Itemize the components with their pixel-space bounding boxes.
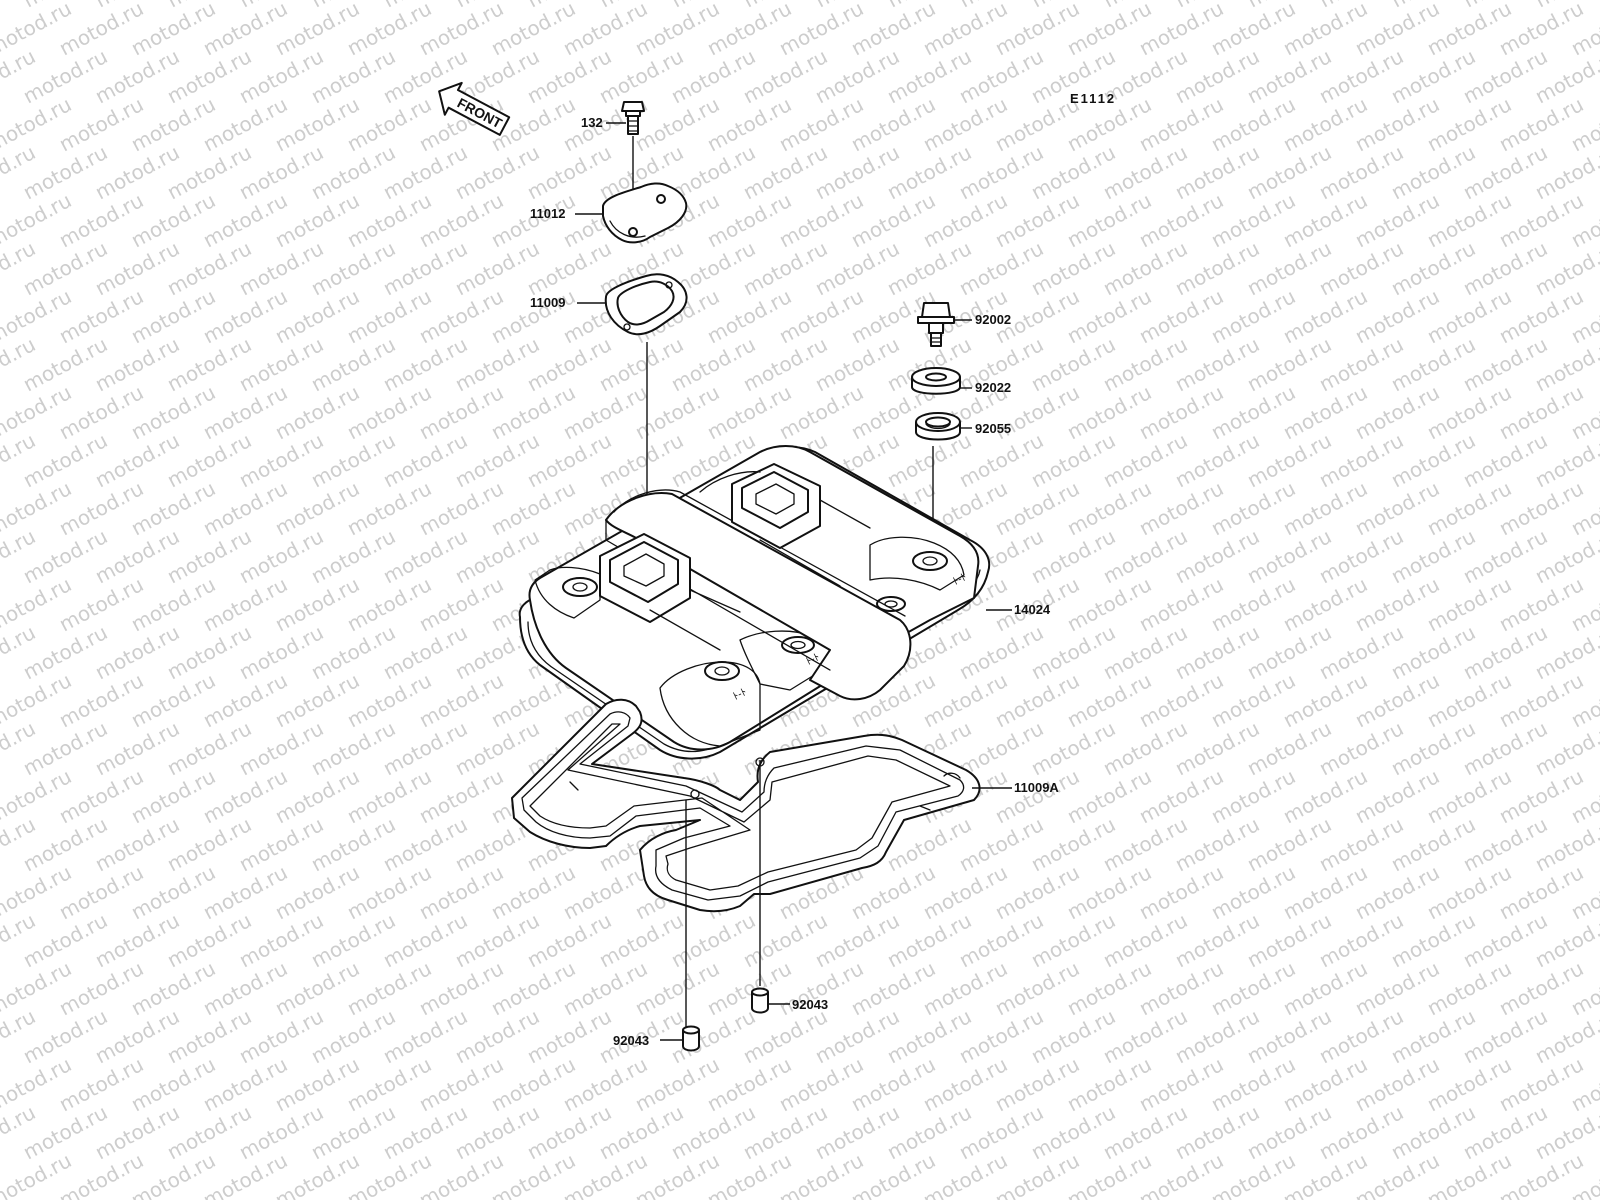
part-label-11009: 11009 bbox=[530, 295, 565, 310]
breather-gasket-icon bbox=[604, 273, 688, 336]
sheet-code: E1112 bbox=[1070, 91, 1116, 106]
part-label-11009A: 11009A bbox=[1014, 780, 1059, 795]
part-label-92055: 92055 bbox=[975, 421, 1011, 436]
part-label-11012: 11012 bbox=[530, 206, 565, 221]
bolt-92002-icon bbox=[917, 302, 955, 347]
cylinder-head-cover-icon: ﾄ-ﾄ ﾄ-ﾄ ﾄ-ﾄ bbox=[518, 445, 991, 760]
bolt-132-icon bbox=[621, 101, 645, 135]
svg-text:ﾄ-ﾄ: ﾄ-ﾄ bbox=[804, 652, 821, 668]
grommet-92055-icon bbox=[915, 412, 961, 441]
part-label-14024: 14024 bbox=[1014, 602, 1051, 617]
dowel-pin-icon bbox=[751, 987, 769, 1014]
svg-text:ﾄ-ﾄ: ﾄ-ﾄ bbox=[951, 572, 968, 588]
breather-cover-icon bbox=[602, 182, 688, 244]
part-label-92043-right: 92043 bbox=[792, 997, 828, 1012]
part-label-92043-left: 92043 bbox=[613, 1033, 649, 1048]
part-label-92022: 92022 bbox=[975, 380, 1011, 395]
dowel-pin-icon bbox=[682, 1025, 700, 1052]
svg-text:ﾄ-ﾄ: ﾄ-ﾄ bbox=[731, 687, 748, 703]
part-label-92002: 92002 bbox=[975, 312, 1011, 327]
head-cover-gasket-icon bbox=[511, 698, 981, 913]
part-label-132: 132 bbox=[581, 115, 603, 130]
washer-92022-icon bbox=[911, 367, 961, 395]
